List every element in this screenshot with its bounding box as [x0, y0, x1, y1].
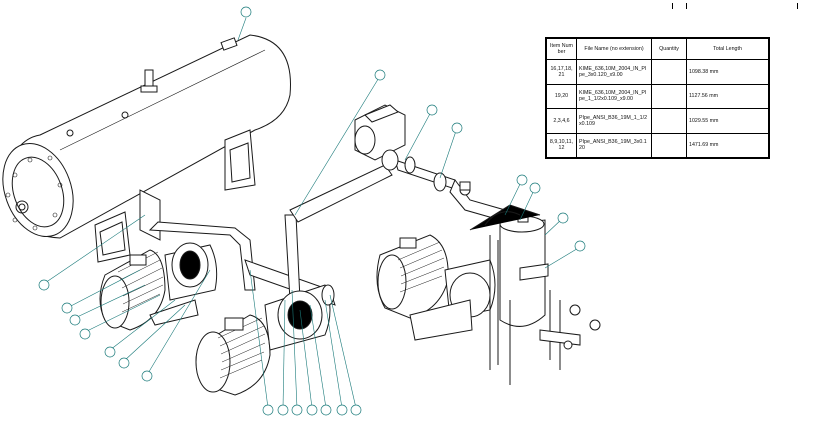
balloon — [240, 6, 252, 18]
bom-qty — [651, 59, 687, 85]
bom-header-item: Item Number — [546, 38, 577, 60]
balloon — [574, 240, 586, 252]
balloon — [262, 404, 274, 416]
balloon — [320, 404, 332, 416]
bom-length: 1471.69 mm — [686, 132, 769, 158]
balloon — [557, 212, 569, 224]
balloon — [79, 328, 91, 340]
sheet-tick — [797, 3, 798, 9]
balloon — [374, 69, 386, 81]
sheet-tick — [672, 3, 673, 9]
table-row: 16,17,18,21 KIME_636,10M_2004_IN_PIpe_3x… — [546, 59, 769, 85]
bom-qty — [651, 132, 687, 158]
balloon — [277, 404, 289, 416]
balloon — [529, 182, 541, 194]
balloon — [336, 404, 348, 416]
balloon — [451, 122, 463, 134]
balloon — [38, 279, 50, 291]
balloon — [350, 404, 362, 416]
separator-skid — [376, 204, 601, 385]
bom-file: PIpe_ANSI_B36_19M_3x0.120 — [576, 132, 652, 158]
gearbox-valve — [354, 104, 471, 196]
tank-outlet-flange — [15, 200, 29, 214]
sheet-tick — [686, 3, 687, 9]
table-row: 8,9,10,11,12 PIpe_ANSI_B36_19M_3x0.120 1… — [546, 132, 769, 158]
bom-qty — [651, 83, 687, 109]
item-balloons — [38, 6, 586, 416]
pump-motor-lower — [195, 284, 335, 396]
piping — [139, 159, 506, 306]
bom-length: 1127.56 mm — [686, 83, 769, 109]
bom-file: PIpe_ANSI_B36_19M_1_1/2x0.109 — [576, 108, 652, 134]
bom-header-length: Total Length — [686, 38, 769, 60]
balloon — [426, 104, 438, 116]
balloon — [141, 370, 153, 382]
bom-file: KIME_636,10M_2004_IN_PIpe_3x0.120_x9.00 — [576, 59, 652, 85]
bill-of-materials-table: Item Number File Name (no extension) Qua… — [545, 37, 770, 159]
tank — [2, 34, 291, 263]
bom-header-row: Item Number File Name (no extension) Qua… — [546, 38, 769, 60]
table-row: 2,3,4,6 PIpe_ANSI_B36_19M_1_1/2x0.109 10… — [546, 108, 769, 134]
balloon — [69, 314, 81, 326]
table-row: 19,20 KIME_636,10M_2004_IN_PIpe_1_1/2x0.… — [546, 83, 769, 109]
pump-motor-upper — [99, 242, 218, 331]
bom-item: 16,17,18,21 — [546, 59, 577, 85]
balloon — [516, 174, 528, 186]
balloon — [61, 302, 73, 314]
bom-header-file: File Name (no extension) — [576, 38, 652, 60]
bom-qty — [651, 108, 687, 134]
bom-header-qty: Quantity — [651, 38, 687, 60]
balloon — [291, 404, 303, 416]
bom-length: 1029.55 mm — [686, 108, 769, 134]
balloon — [118, 357, 130, 369]
bom-length: 1098.38 mm — [686, 59, 769, 85]
leader-lines — [41, 17, 581, 409]
bom-item: 2,3,4,6 — [546, 108, 577, 134]
bom-item: 19,20 — [546, 83, 577, 109]
bom-item: 8,9,10,11,12 — [546, 132, 577, 158]
bom-file: KIME_636,10M_2004_IN_PIpe_1_1/2x0.109_x9… — [576, 83, 652, 109]
balloon — [104, 346, 116, 358]
balloon — [306, 404, 318, 416]
